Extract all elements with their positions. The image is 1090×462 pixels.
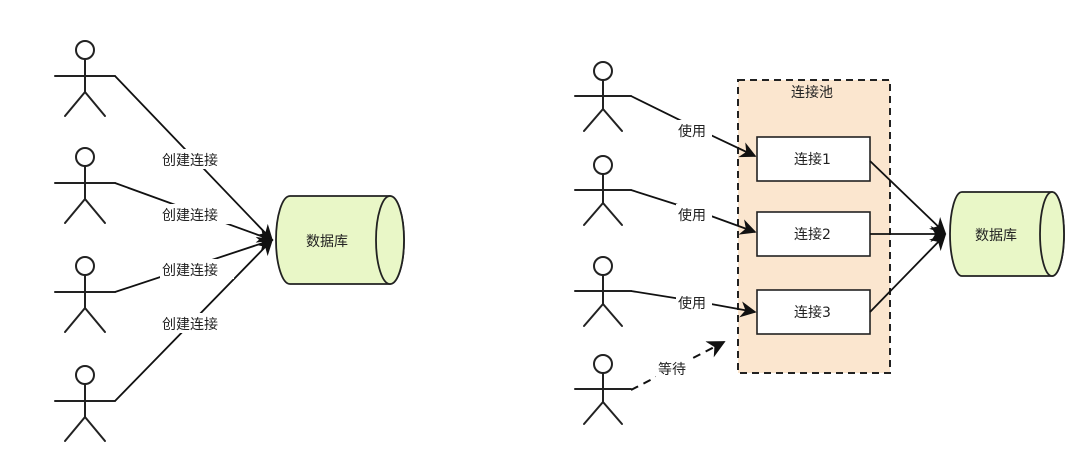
user-actor-8 bbox=[574, 354, 632, 425]
user-actor-4 bbox=[54, 365, 116, 442]
connection-label-3: 连接3 bbox=[794, 304, 831, 321]
edge-label-1: 创建连接 bbox=[162, 152, 218, 169]
user-actor-3 bbox=[54, 256, 116, 333]
left-diagram: 创建连接 创建连接 创建连接 创建连接 数据库 bbox=[54, 40, 405, 442]
user-actor-2 bbox=[54, 147, 116, 224]
edge-label-3: 创建连接 bbox=[162, 262, 218, 279]
edge-label-4: 创建连接 bbox=[162, 316, 218, 333]
connection-label-1: 连接1 bbox=[794, 151, 831, 168]
pool-db-edge-1 bbox=[869, 160, 947, 235]
connection-box-1 bbox=[756, 136, 871, 182]
pool-db-edge-3 bbox=[869, 233, 947, 313]
connection-label-2: 连接2 bbox=[794, 226, 831, 243]
database-label-right: 数据库 bbox=[975, 228, 1017, 244]
user-actor-6 bbox=[574, 155, 632, 226]
use-label-3: 使用 bbox=[678, 295, 706, 312]
user-actor-1 bbox=[54, 40, 116, 117]
wait-label: 等待 bbox=[658, 361, 686, 378]
user-actor-7 bbox=[574, 256, 632, 327]
user-actor-5 bbox=[574, 61, 632, 132]
database-node-right: 数据库 bbox=[949, 191, 1065, 277]
use-label-2: 使用 bbox=[678, 207, 706, 224]
connection-box-3 bbox=[756, 289, 871, 335]
database-label-left: 数据库 bbox=[306, 234, 348, 250]
right-diagram: 连接池 连接1 连接2 连接3 使用 使用 使用 bbox=[574, 61, 1065, 425]
database-node-left: 数据库 bbox=[275, 195, 405, 285]
use-label-1: 使用 bbox=[678, 123, 706, 140]
edge-label-2: 创建连接 bbox=[162, 207, 218, 224]
connection-pool-title: 连接池 bbox=[791, 84, 833, 101]
wait-edge bbox=[630, 341, 726, 391]
